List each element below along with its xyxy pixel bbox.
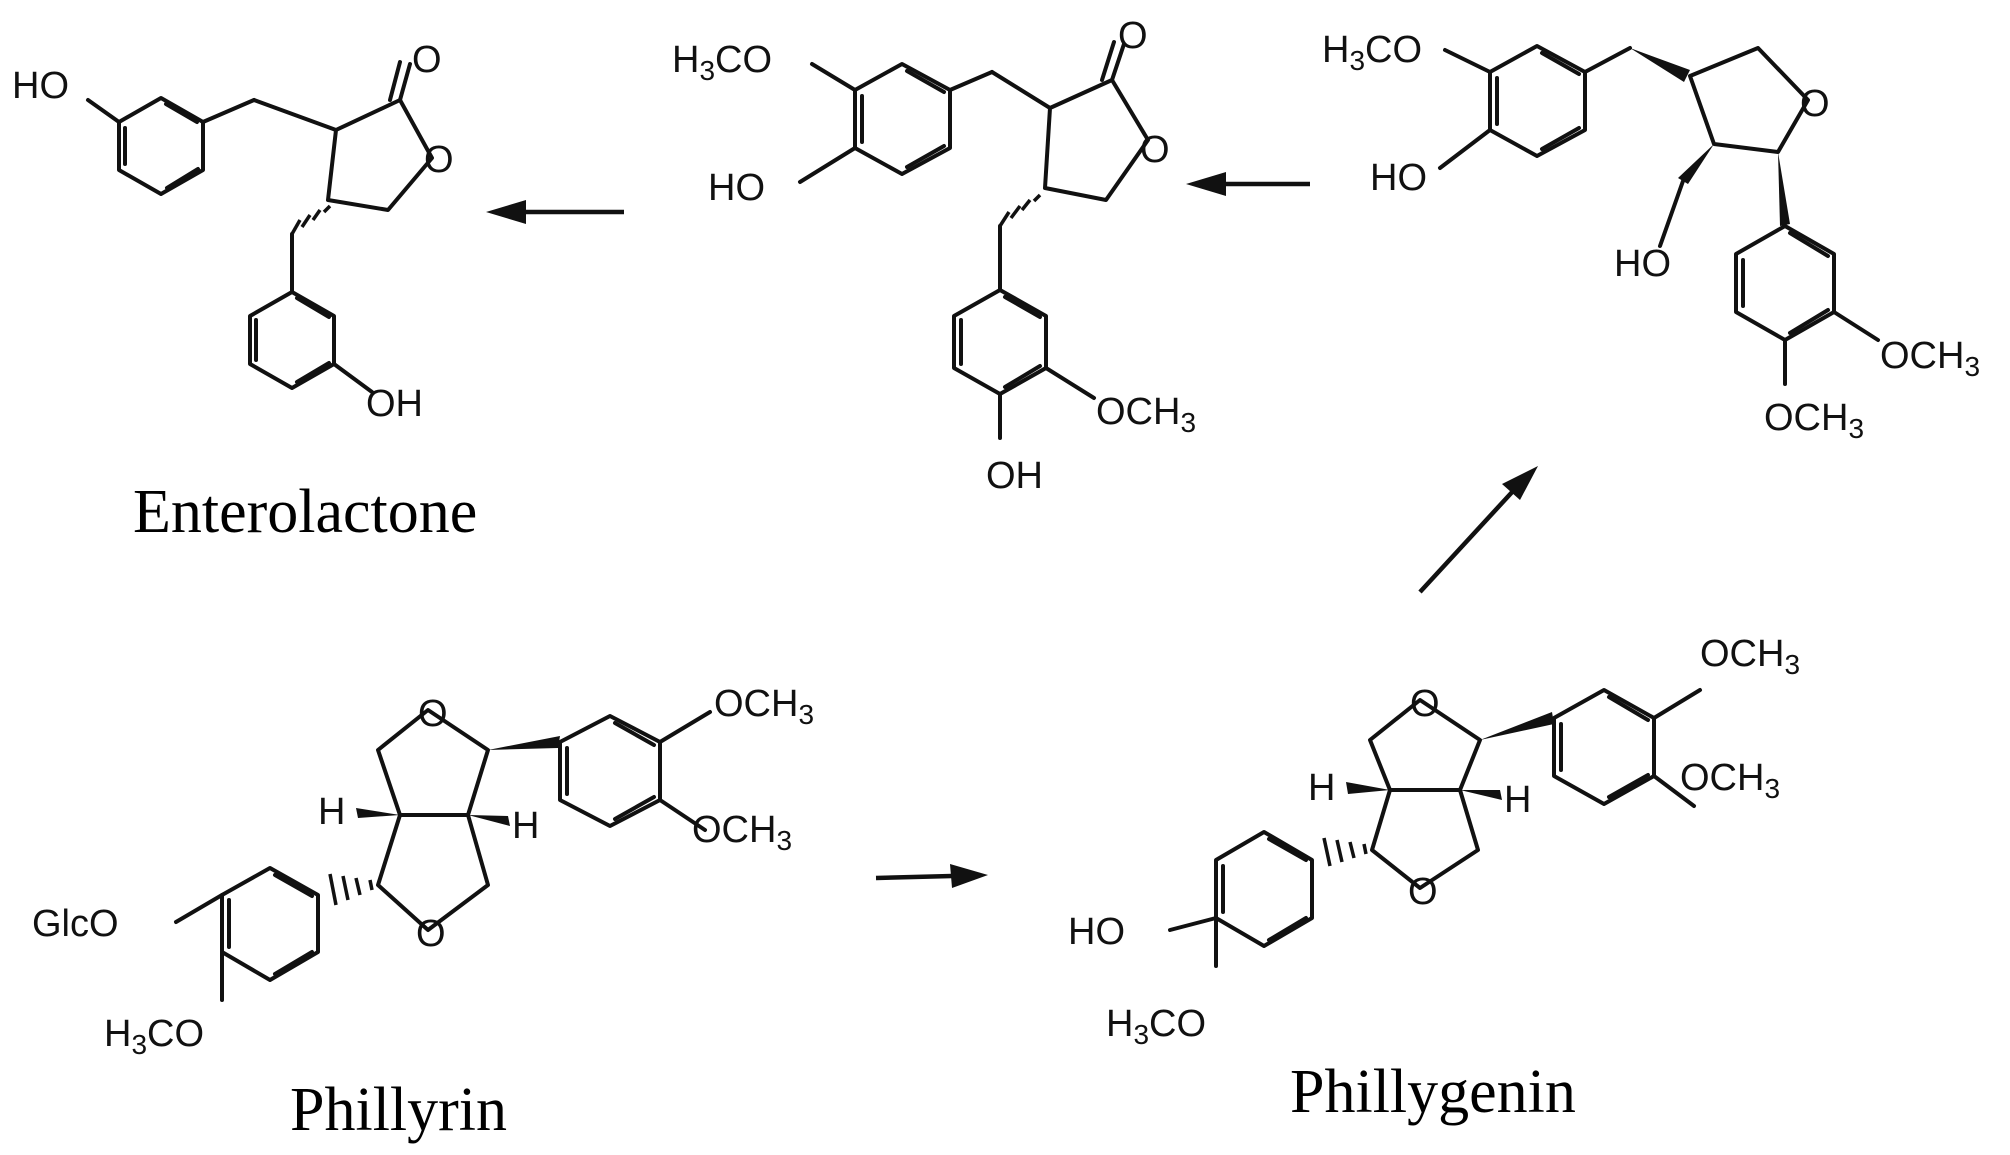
phillyrin-structure: O O H H GlcO H3CO OCH3 OCH3 [32,683,814,1060]
arrow-phillyrin-to-phillygenin [875,864,988,888]
ring-oxygen-label: O [424,139,454,181]
furan-intermediate-structure: H3CO HO O HO OCH3 OCH3 [1322,29,1980,444]
phillygenin-structure: O O H H HO H3CO OCH3 OCH3 [1068,633,1800,1050]
methoxy-label: OCH3 [1764,397,1864,444]
enterolactone-name: Enterolactone [133,478,477,546]
methoxy-label: OCH3 [1096,391,1196,438]
hydrogen-label: H [1308,767,1335,809]
hydrogen-label: H [512,805,539,847]
carbonyl-oxygen-label: O [412,39,442,81]
ring-oxygen-label: O [1140,129,1170,171]
hydroxyl-label: OH [366,383,423,425]
ring-oxygen-label: O [1410,683,1440,725]
hydroxyl-label: OH [986,455,1043,497]
arrow-furan-to-lactone [1186,172,1310,196]
arrow-lactone-to-enterolactone [486,200,624,224]
hash-bond [328,873,374,906]
methoxy-label: OCH3 [714,683,814,730]
ring-oxygen-label: O [416,913,446,955]
arrow-phillygenin-to-furan [1418,466,1538,594]
phillyrin-name: Phillyrin [290,1076,507,1144]
hydroxyl-label: HO [708,167,765,209]
lactone-intermediate-structure: H3CO HO O O OCH3 OH [672,15,1196,497]
enterolactone-structure: HO O O OH [12,39,454,425]
carbonyl-oxygen-label: O [1118,15,1148,57]
methoxy-label: OCH3 [1700,633,1800,680]
hash-bond [290,204,332,235]
methoxy-label: H3CO [672,39,772,86]
ring-oxygen-label: O [1408,871,1438,913]
methoxy-label: H3CO [1322,29,1422,76]
hash-bond [1322,837,1368,867]
hydroxyl-label: HO [1068,911,1125,953]
methoxy-label: H3CO [104,1013,204,1060]
methoxy-label: H3CO [1106,1003,1206,1050]
hydroxyl-label: HO [12,65,69,107]
hydrogen-label: H [1504,779,1531,821]
methoxy-label: OCH3 [692,809,792,856]
ring-oxygen-label: O [418,693,448,735]
hash-bond [998,193,1042,227]
hydrogen-label: H [318,791,345,833]
phillygenin-name: Phillygenin [1290,1058,1576,1126]
hydroxyl-label: HO [1370,157,1427,199]
methoxy-label: OCH3 [1680,757,1780,804]
glucosyloxy-label: GlcO [32,903,119,945]
methoxy-label: OCH3 [1880,335,1980,382]
ring-oxygen-label: O [1800,83,1830,125]
hydroxyl-label: HO [1614,243,1671,285]
